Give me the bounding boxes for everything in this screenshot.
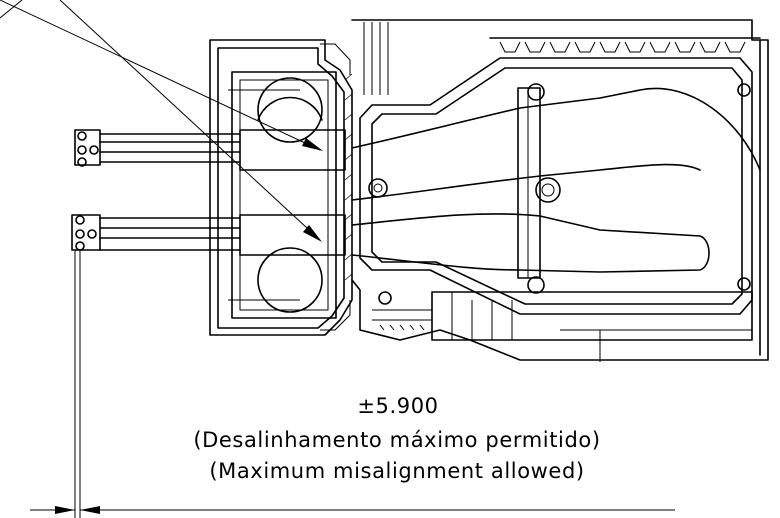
dimension-value: ±5.900 — [357, 394, 438, 418]
dimension-lines — [30, 250, 675, 518]
housing — [352, 20, 768, 362]
leader-lines — [0, 0, 323, 242]
dimension-label-pt: (Desalinhamento máximo permitido) — [193, 428, 600, 452]
flange-assembly — [210, 40, 352, 335]
dimension-label-en: (Maximum misalignment allowed) — [209, 459, 584, 483]
shafts — [72, 130, 240, 250]
